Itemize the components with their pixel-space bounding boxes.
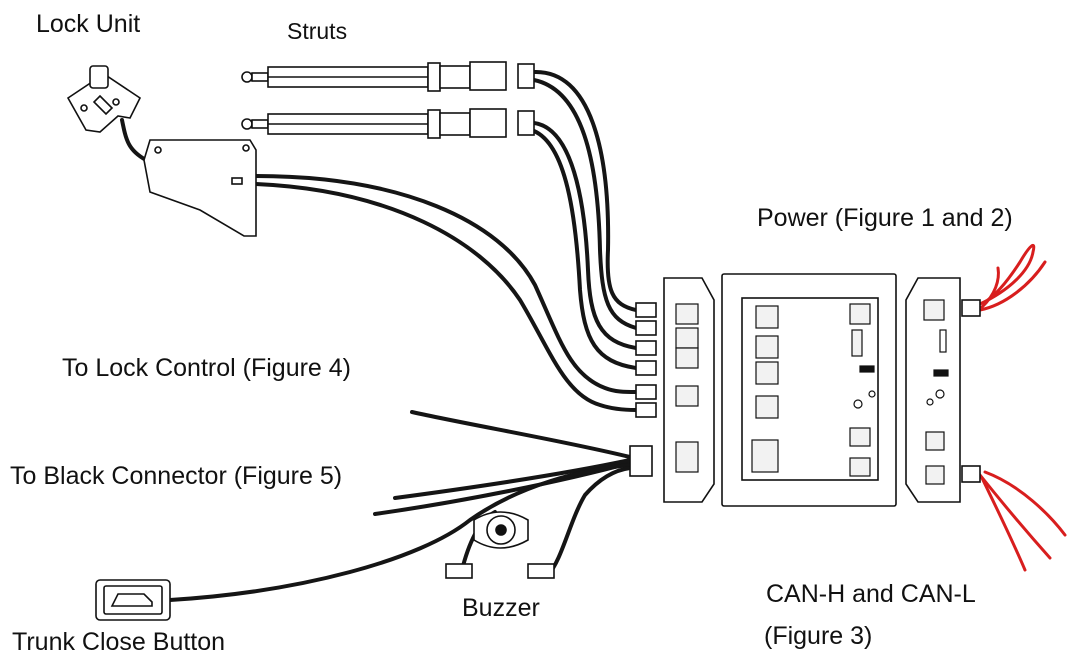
can-label-line2: (Figure 3) bbox=[764, 622, 873, 650]
buzzer-plug bbox=[445, 563, 473, 579]
key-lock-icon bbox=[89, 65, 109, 89]
lock-unit-latch bbox=[92, 94, 114, 116]
socket-l1 bbox=[675, 303, 699, 325]
component-c2 bbox=[868, 390, 876, 398]
socket-r4 bbox=[925, 465, 945, 485]
socket-l3 bbox=[675, 347, 699, 369]
trunk-close-button bbox=[95, 579, 171, 621]
power-wire-b bbox=[978, 260, 1047, 312]
strut-1-collar bbox=[427, 62, 441, 92]
strut-2 bbox=[241, 108, 535, 139]
lock-module-body bbox=[143, 139, 257, 237]
socket-c1 bbox=[755, 305, 779, 329]
socket-l2 bbox=[675, 327, 699, 349]
chip-r1 bbox=[933, 369, 949, 377]
strut-1 bbox=[241, 61, 535, 92]
socket-r3 bbox=[925, 431, 945, 451]
chip-c1 bbox=[859, 365, 875, 373]
strut-2-connector bbox=[517, 110, 535, 136]
struts-label: Struts bbox=[287, 18, 348, 44]
lock-module-screw-2 bbox=[242, 144, 250, 152]
lock-unit-label: Lock Unit bbox=[36, 10, 141, 38]
strut-2-rod bbox=[251, 119, 269, 129]
lock-unit-bolt-2 bbox=[112, 98, 120, 106]
lock-unit-bolt-1 bbox=[80, 104, 88, 112]
can-wire-a bbox=[978, 473, 1052, 560]
trunk-button-label: Trunk Close Button bbox=[12, 628, 226, 656]
strut-1-cap bbox=[469, 61, 507, 91]
socket-c6 bbox=[849, 303, 871, 325]
plug-harness-main bbox=[629, 445, 653, 477]
strut-1-rod bbox=[251, 72, 269, 82]
buzzer-center bbox=[495, 524, 507, 536]
buzzer bbox=[445, 511, 555, 579]
strut-2-collar bbox=[427, 109, 441, 139]
buzzer-lead-wire bbox=[546, 466, 632, 577]
plug-strut-2b bbox=[635, 360, 657, 376]
harness-wire-3 bbox=[393, 458, 632, 500]
socket-c7 bbox=[851, 329, 863, 357]
lock-unit-wire bbox=[120, 118, 148, 162]
power-wire-a bbox=[978, 243, 1036, 306]
harness-plugs bbox=[629, 302, 657, 477]
plug-strut-1b bbox=[635, 320, 657, 336]
strut-1-motor bbox=[439, 65, 471, 89]
buzzer-lead-plug bbox=[527, 563, 555, 579]
lock-unit bbox=[66, 65, 142, 133]
power-wire-c bbox=[980, 266, 1000, 309]
socket-c4 bbox=[755, 395, 779, 419]
red-wires bbox=[978, 243, 1067, 572]
strut-2-eye bbox=[241, 118, 253, 130]
lock-module-slot bbox=[231, 177, 243, 185]
socket-l4 bbox=[675, 385, 699, 407]
plug-lock-b bbox=[635, 402, 657, 418]
plug-lock-a bbox=[635, 384, 657, 400]
socket-r2 bbox=[939, 329, 947, 353]
socket-l5 bbox=[675, 441, 699, 473]
lock-module bbox=[143, 139, 257, 237]
wires bbox=[120, 69, 638, 602]
plug-strut-1a bbox=[635, 302, 657, 318]
socket-c3 bbox=[755, 361, 779, 385]
car-trunk-icon bbox=[110, 593, 153, 607]
strut-2-cap bbox=[469, 108, 507, 138]
socket-c9 bbox=[849, 457, 871, 477]
buzzer-label: Buzzer bbox=[462, 594, 540, 622]
plug-can bbox=[961, 465, 981, 483]
lock-module-screw-1 bbox=[154, 146, 162, 154]
lock-control-label: To Lock Control (Figure 4) bbox=[62, 354, 352, 382]
left-block-sockets bbox=[675, 303, 699, 473]
lock-control-wire bbox=[410, 410, 632, 459]
center-block-sockets bbox=[751, 303, 876, 477]
component-r1 bbox=[935, 389, 945, 399]
component-c1 bbox=[853, 399, 863, 409]
can-wire-c bbox=[983, 470, 1067, 537]
strut-2-motor bbox=[439, 112, 471, 136]
control-box bbox=[663, 273, 961, 507]
power-label: Power (Figure 1 and 2) bbox=[757, 204, 1013, 232]
socket-c5 bbox=[751, 439, 779, 473]
plug-power bbox=[961, 299, 981, 317]
black-connector-label: To Black Connector (Figure 5) bbox=[10, 462, 343, 490]
plug-strut-2a bbox=[635, 340, 657, 356]
lock-module-wire-2 bbox=[254, 182, 638, 412]
lock-module-wire bbox=[254, 174, 638, 394]
strut-1-wire-a bbox=[532, 69, 638, 312]
socket-c8 bbox=[849, 427, 871, 447]
right-block-sockets bbox=[923, 299, 949, 485]
strut-1-connector bbox=[517, 63, 535, 89]
strut-2-wire-b bbox=[532, 129, 638, 370]
component-r2 bbox=[926, 398, 934, 406]
socket-r1 bbox=[923, 299, 945, 321]
can-wire-b bbox=[980, 476, 1027, 572]
trunk-button-wire bbox=[168, 463, 632, 602]
strut-2-wire-a bbox=[532, 121, 638, 350]
socket-c2 bbox=[755, 335, 779, 359]
right-plugs bbox=[961, 299, 981, 483]
strut-1-eye bbox=[241, 71, 253, 83]
strut-1-wire-b bbox=[532, 78, 638, 330]
can-label-line1: CAN-H and CAN-L bbox=[766, 580, 976, 608]
